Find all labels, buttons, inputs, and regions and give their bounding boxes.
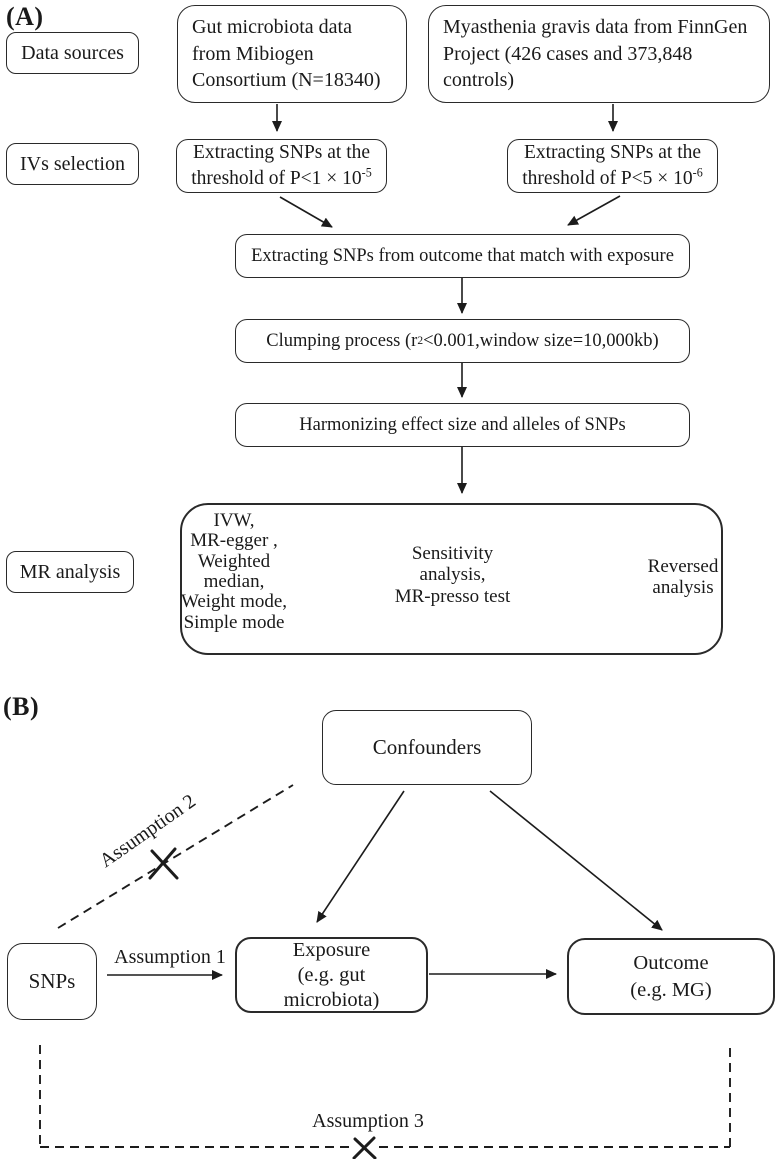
assumption3-cross-icon [352, 1136, 377, 1159]
extract-right-line2: threshold of P<5 × 10-6 [522, 166, 702, 192]
assumption1-label: Assumption 1 [114, 946, 226, 968]
extract-right-exponent: -6 [692, 165, 703, 180]
harmonizing-box: Harmonizing effect size and alleles of S… [235, 403, 690, 447]
arrow-extract-right-to-match [567, 195, 621, 226]
match-snps-box: Extracting SNPs from outcome that match … [235, 234, 690, 278]
clump-text-pre: Clumping process (r [266, 330, 418, 351]
snps-box: SNPs [7, 943, 97, 1020]
extract-right-line1: Extracting SNPs at the [523, 142, 702, 164]
clump-text-post: <0.001,window size=10,000kb) [423, 330, 659, 351]
ivs-selection-label-box: IVs selection [6, 143, 139, 185]
extract-snps-outcome-box: Extracting SNPs at the threshold of P<5 … [507, 139, 718, 193]
mr-methods-list: IVW, MR-egger , Weighted median, Weight … [180, 510, 288, 633]
panel-b-label: (B) [3, 692, 40, 721]
extract-left-line1: Extracting SNPs at the [192, 142, 371, 164]
assumption3-label: Assumption 3 [312, 1110, 424, 1132]
panel-a-label: (A) [6, 2, 44, 31]
myasthenia-gravis-source-box: Myasthenia gravis data from FinnGen Proj… [428, 5, 770, 103]
confounders-box: Confounders [322, 710, 532, 785]
extract-snps-exposure-box: Extracting SNPs at the threshold of P<1 … [176, 139, 387, 193]
arrow-confounders-to-outcome [489, 790, 663, 931]
mr-analysis-label-box: MR analysis [6, 551, 134, 593]
gut-microbiota-source-box: Gut microbiota data from Mibiogen Consor… [177, 5, 407, 103]
exposure-box: Exposure (e.g. gut microbiota) [235, 937, 428, 1013]
reversed-analysis-text: Reversed analysis [647, 556, 719, 599]
arrow-confounders-to-exposure [316, 790, 405, 923]
extract-right-threshold: threshold of P<5 × 10 [522, 168, 693, 189]
arrow-extract-left-to-match [279, 196, 333, 228]
mr-analysis-container-box [180, 503, 723, 655]
sensitivity-analysis-text: Sensitivity analysis, MR-presso test [394, 543, 511, 607]
extract-left-exponent: -5 [361, 165, 372, 180]
extract-left-threshold: threshold of P<1 × 10 [191, 168, 362, 189]
data-sources-label-box: Data sources [6, 32, 139, 74]
outcome-box: Outcome (e.g. MG) [567, 938, 775, 1015]
assumption2-label: Assumption 2 [95, 790, 200, 873]
extract-left-line2: threshold of P<1 × 10-5 [191, 166, 371, 192]
assumption2-cross-icon [148, 847, 179, 880]
